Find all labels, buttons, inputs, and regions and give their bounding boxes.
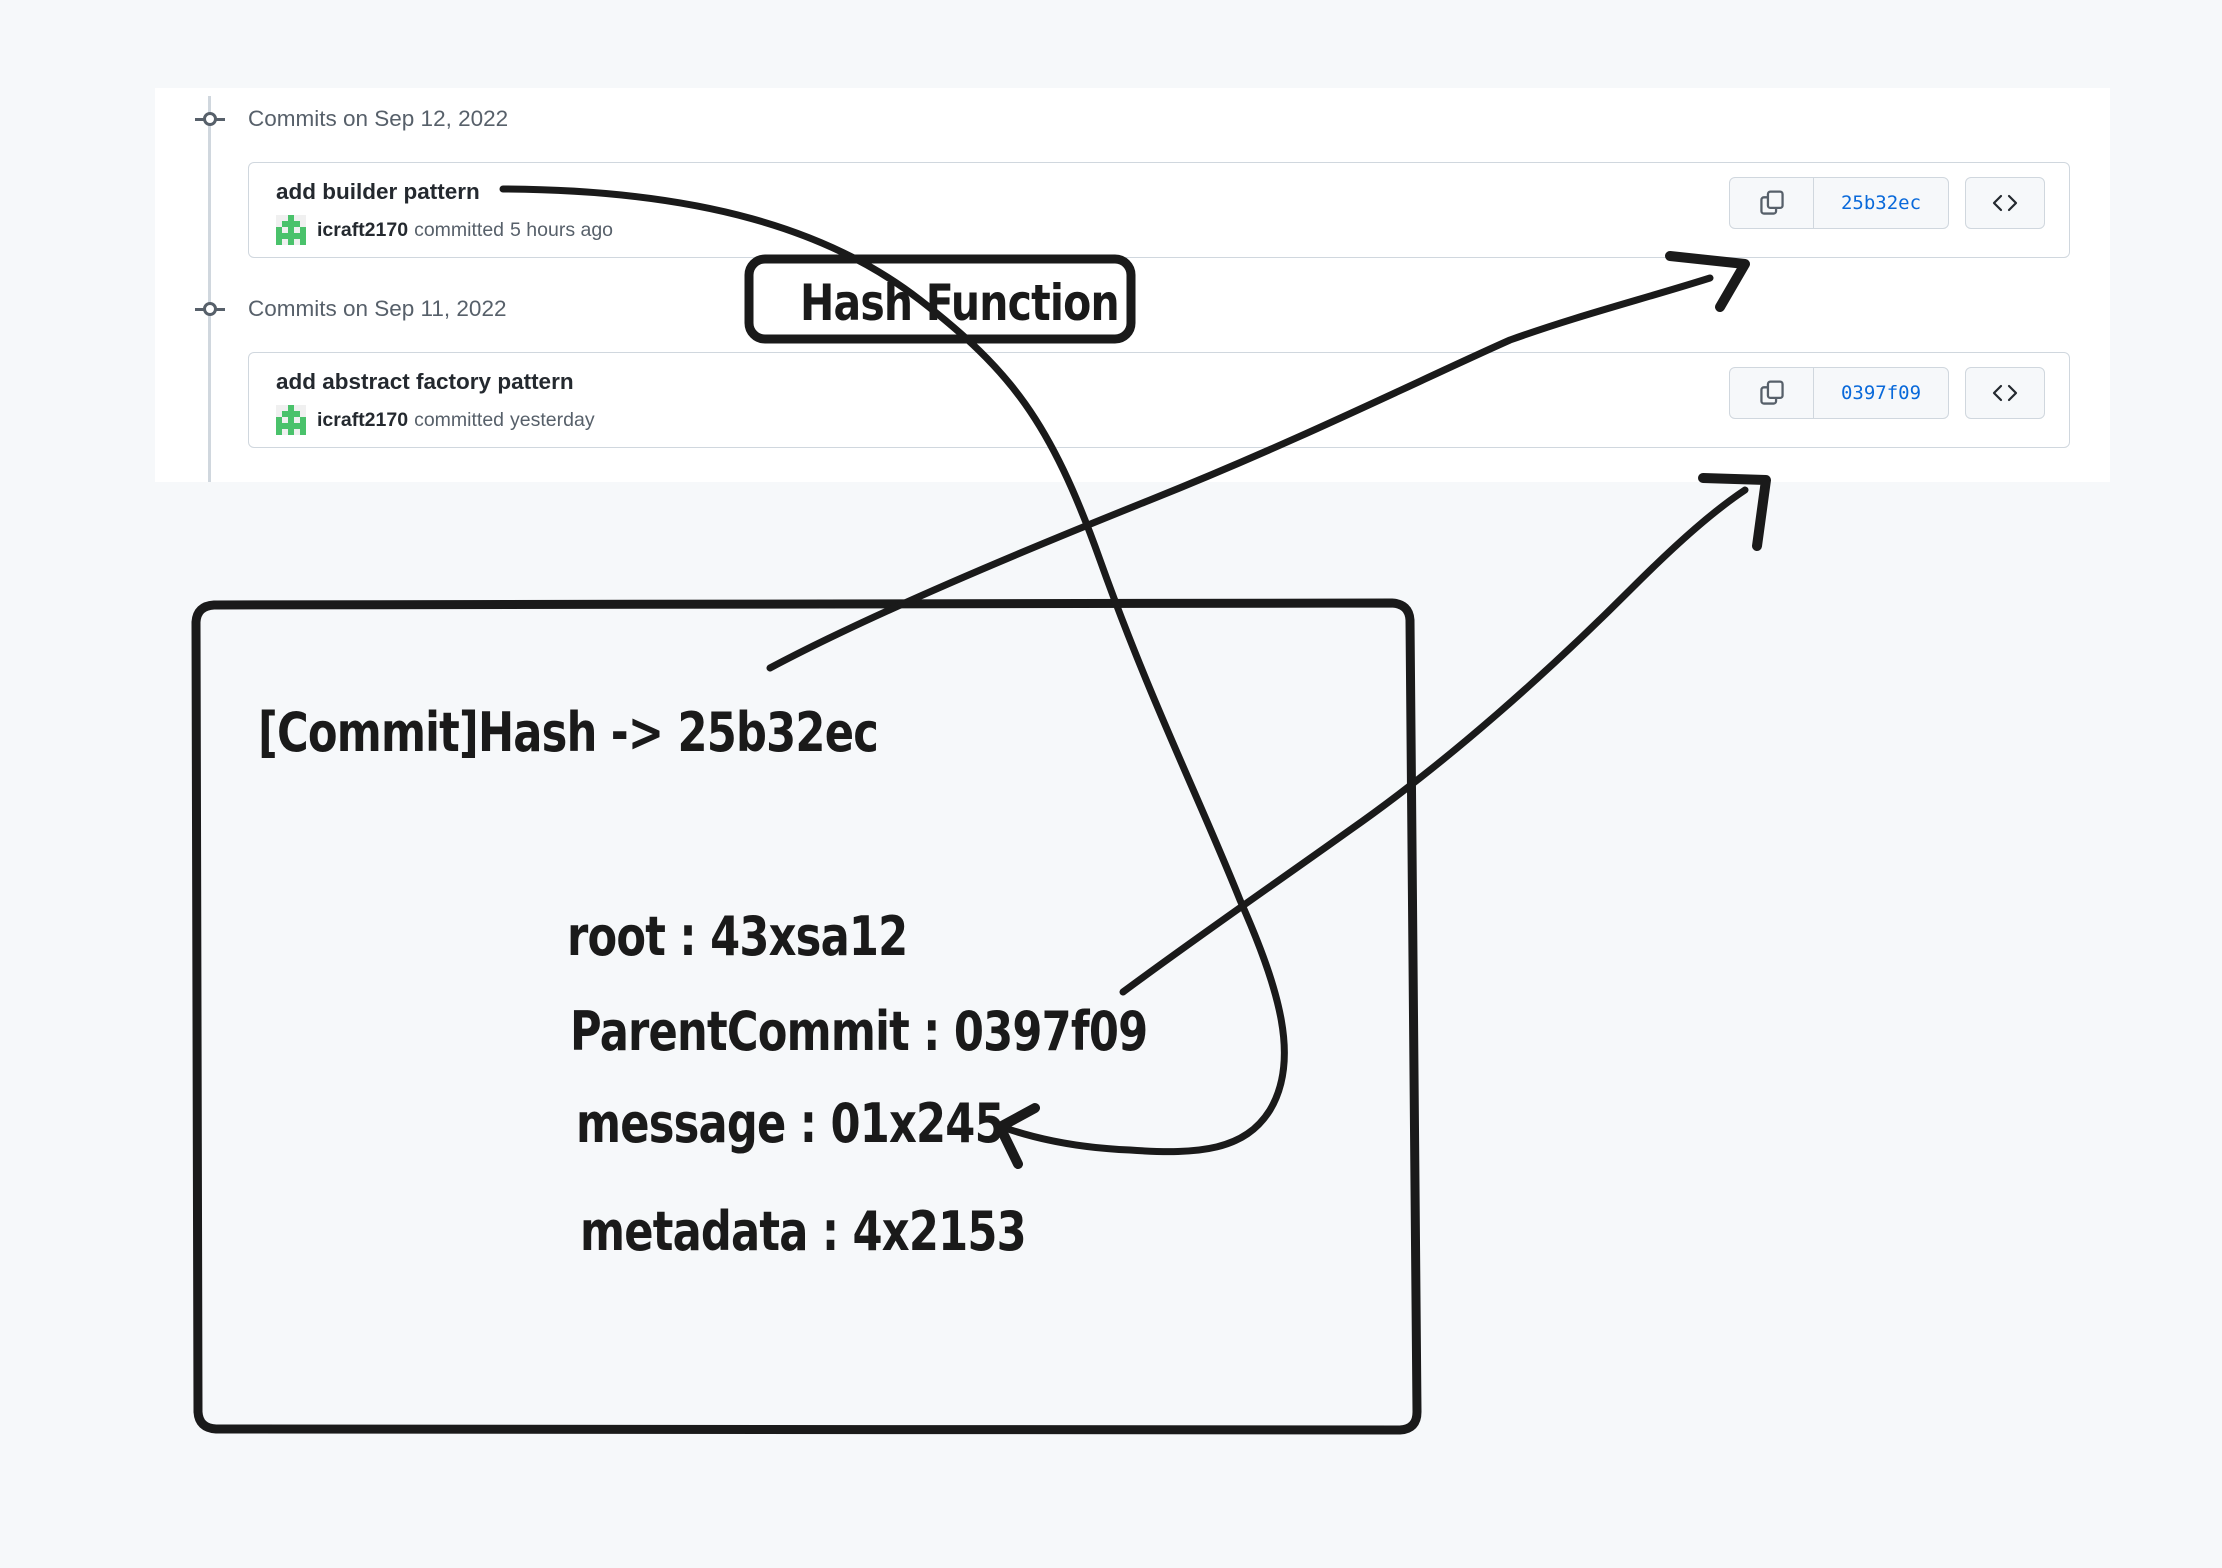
timeline-line: [208, 96, 211, 482]
metadata-field: metadata : 4x2153: [580, 1200, 1027, 1263]
root-field: root : 43xsa12: [567, 905, 908, 968]
commit-meta: icraft2170 committed 5 hours ago: [276, 215, 613, 245]
copy-sha-button[interactable]: [1730, 368, 1814, 418]
commit-title-link[interactable]: add abstract factory pattern: [276, 369, 574, 394]
commit-sha-link[interactable]: 25b32ec: [1840, 192, 1922, 214]
commit-group-heading: Commits on Sep 12, 2022: [248, 106, 509, 131]
avatar[interactable]: [276, 405, 306, 435]
commit-time: yesterday: [510, 408, 595, 431]
copy-icon: [1759, 380, 1784, 405]
commit-hash-line: [Commit]Hash -> 25b32ec: [258, 701, 879, 764]
commit-author-link[interactable]: icraft2170: [317, 408, 409, 431]
hash-function-label: Hash Function: [800, 274, 1120, 332]
code-icon: [1992, 384, 2018, 402]
avatar[interactable]: [276, 215, 306, 245]
commit-sha-link[interactable]: 0397f09: [1840, 382, 1922, 404]
parent-to-sha-arrow: [1119, 486, 1749, 996]
commit-meta: icraft2170 committed yesterday: [276, 405, 595, 435]
arrowhead: [1698, 473, 1771, 551]
browse-repo-button[interactable]: [1965, 367, 2045, 419]
copy-sha-button[interactable]: [1730, 178, 1814, 228]
arrowhead: [995, 1103, 1040, 1169]
code-icon: [1992, 194, 2018, 212]
commit-author-link[interactable]: icraft2170: [317, 218, 409, 241]
arrowhead: [1665, 251, 1750, 312]
commit-group-heading: Commits on Sep 11, 2022: [248, 296, 507, 321]
commit-object-box: [191, 598, 1422, 1435]
commit-card: add builder pattern icraft2170 committed…: [248, 162, 2070, 258]
hash-function-box: [744, 254, 1136, 344]
title-to-message-arrow: [499, 185, 1288, 1156]
parent-commit-field: ParentCommit : 0397f09: [570, 1000, 1148, 1063]
git-commit-icon: [195, 302, 225, 316]
hash-to-sha-arrow: [766, 274, 1714, 672]
copy-icon: [1759, 190, 1784, 215]
commit-card: add abstract factory pattern icraft2170 …: [248, 352, 2070, 448]
browse-repo-button[interactable]: [1965, 177, 2045, 229]
commit-time: 5 hours ago: [510, 218, 614, 241]
message-field: message : 01x245: [576, 1092, 1005, 1155]
commit-title-link[interactable]: add builder pattern: [276, 179, 480, 204]
git-commit-icon: [195, 112, 225, 126]
sha-button-group: 0397f09: [1729, 367, 1949, 419]
commit-action-text: committed: [414, 408, 505, 431]
commit-action-text: committed: [414, 218, 505, 241]
sha-button-group: 25b32ec: [1729, 177, 1949, 229]
